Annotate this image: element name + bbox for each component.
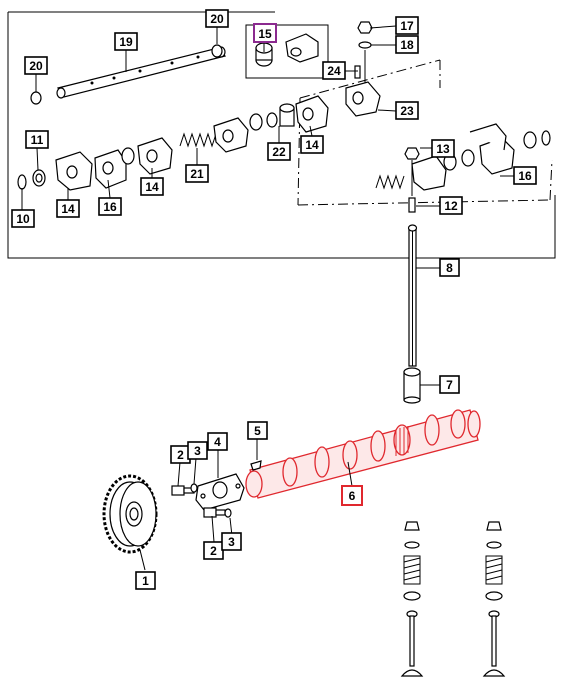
callout-15-text: 15 xyxy=(258,27,272,41)
callout-1[interactable]: 1 xyxy=(135,571,156,590)
callout-22[interactable]: 22 xyxy=(267,142,291,161)
callout-16-right-text: 16 xyxy=(518,169,532,183)
callout-23[interactable]: 23 xyxy=(395,101,419,120)
callout-13[interactable]: 13 xyxy=(431,139,455,158)
callout-12-text: 12 xyxy=(444,199,458,213)
washer-upper xyxy=(190,483,198,493)
callout-14-left[interactable]: 14 xyxy=(56,199,80,218)
callout-6-text: 6 xyxy=(349,489,356,503)
push-rod xyxy=(407,224,418,367)
callout-17-text: 17 xyxy=(400,19,414,33)
callout-8[interactable]: 8 xyxy=(439,258,460,277)
callout-5-text: 5 xyxy=(254,424,261,438)
callout-2-upper-text: 2 xyxy=(177,448,184,462)
bushing-detail xyxy=(255,33,319,67)
camshaft-gear xyxy=(102,474,158,554)
callout-3-upper[interactable]: 3 xyxy=(187,441,208,460)
callout-5[interactable]: 5 xyxy=(247,421,268,440)
callout-7-text: 7 xyxy=(446,378,453,392)
callout-3-lower-text: 3 xyxy=(228,535,235,549)
callout-14-mid-text: 14 xyxy=(145,180,159,194)
callout-16-left-text: 16 xyxy=(103,200,117,214)
callout-7[interactable]: 7 xyxy=(439,375,460,394)
callout-21[interactable]: 21 xyxy=(185,164,209,183)
callout-17[interactable]: 17 xyxy=(395,16,419,35)
callout-10-text: 10 xyxy=(16,212,30,226)
callout-18-text: 18 xyxy=(400,38,414,52)
shaft-plug-right xyxy=(211,44,223,58)
callout-14-right[interactable]: 14 xyxy=(300,135,324,154)
callout-19-text: 19 xyxy=(119,35,133,49)
callout-11-text: 11 xyxy=(31,133,44,147)
bolt-lower xyxy=(203,507,226,518)
callout-22-text: 22 xyxy=(272,145,286,159)
rocker-assembly-frame xyxy=(7,11,556,259)
callout-2-upper[interactable]: 2 xyxy=(170,445,191,464)
callout-16-right[interactable]: 16 xyxy=(513,166,537,185)
callout-23-text: 23 xyxy=(400,104,414,118)
callout-12[interactable]: 12 xyxy=(439,196,463,215)
callout-16-left[interactable]: 16 xyxy=(98,197,122,216)
callout-18[interactable]: 18 xyxy=(395,35,419,54)
rocker-shaft xyxy=(56,46,227,99)
callout-20-right-text: 20 xyxy=(210,12,224,26)
rocker-arm-row xyxy=(17,95,329,191)
callout-4[interactable]: 4 xyxy=(207,432,228,451)
callout-6[interactable]: 6 xyxy=(341,485,363,506)
callout-3-lower[interactable]: 3 xyxy=(221,532,242,551)
callout-14-right-text: 14 xyxy=(305,138,319,152)
valve-set-right xyxy=(482,521,506,677)
callout-2-lower-text: 2 xyxy=(210,544,217,558)
washer-lower xyxy=(224,508,232,518)
callout-24[interactable]: 24 xyxy=(322,61,346,80)
callout-1-text: 1 xyxy=(142,574,149,588)
woodruff-key xyxy=(250,460,262,471)
camshaft xyxy=(245,409,481,499)
adjuster-rocker xyxy=(345,21,381,117)
callout-21-text: 21 xyxy=(190,167,204,181)
tappet xyxy=(403,367,421,404)
callout-14-mid[interactable]: 14 xyxy=(140,177,164,196)
callout-11[interactable]: 11 xyxy=(25,130,49,149)
right-rocker-group xyxy=(375,123,551,213)
callout-20-left[interactable]: 20 xyxy=(24,56,48,75)
callout-10[interactable]: 10 xyxy=(11,209,35,228)
callout-24-text: 24 xyxy=(327,64,341,78)
callout-13-text: 13 xyxy=(436,142,450,156)
shaft-plug-left xyxy=(30,91,42,105)
callout-19[interactable]: 19 xyxy=(114,32,138,51)
leader-lines xyxy=(21,25,514,571)
callout-14-left-text: 14 xyxy=(61,202,75,216)
callout-4-text: 4 xyxy=(214,435,221,449)
callout-8-text: 8 xyxy=(446,261,453,275)
thrust-plate xyxy=(195,473,245,511)
callout-2-lower[interactable]: 2 xyxy=(203,541,224,560)
callout-3-upper-text: 3 xyxy=(194,444,201,458)
callout-20-left-text: 20 xyxy=(29,59,43,73)
valve-set-left xyxy=(400,521,424,677)
callout-20-right[interactable]: 20 xyxy=(205,9,229,28)
callout-15[interactable]: 15 xyxy=(253,23,277,43)
